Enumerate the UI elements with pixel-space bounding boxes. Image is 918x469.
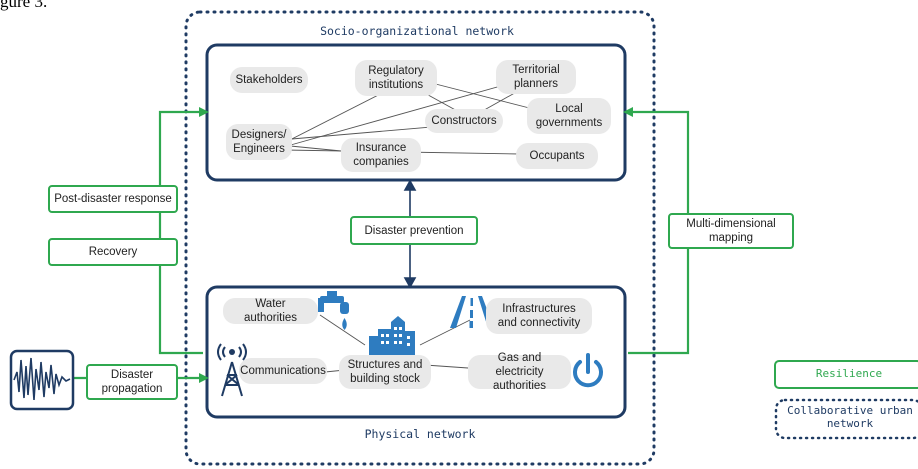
- antenna-dot: [229, 349, 235, 355]
- legend-resilience-label: Resilience: [815, 367, 883, 380]
- node-communications: Communications: [239, 358, 327, 384]
- social-network-title: Socio-organizational network: [320, 24, 514, 38]
- buildings-icon: [369, 316, 415, 355]
- node-designers-engineers: Designers/ Engineers: [226, 124, 292, 160]
- node-local-governments: Local governments: [527, 98, 611, 134]
- node-insurance-companies: Insurance companies: [341, 138, 421, 172]
- node-structures-building-stock: Structures and building stock: [339, 355, 431, 389]
- header-fragment: gure 3.: [0, 0, 48, 11]
- label-multi-dimensional-mapping: Multi-dimensional mapping: [668, 213, 794, 249]
- legend-collab-box: [774, 398, 918, 440]
- legend-resilience-box: [774, 360, 918, 389]
- node-occupants: Occupants: [516, 143, 598, 169]
- seismograph-icon: [9, 349, 75, 411]
- node-infrastructures-connectivity: Infrastructures and connectivity: [486, 298, 592, 334]
- green-arrowheads: [199, 107, 633, 383]
- label-disaster-prevention: Disaster prevention: [350, 216, 478, 245]
- label-disaster-propagation: Disaster propagation: [86, 364, 178, 400]
- node-water-authorities: Water authorities: [223, 298, 318, 324]
- label-post-disaster-response: Post-disaster response: [48, 185, 178, 213]
- label-recovery: Recovery: [48, 238, 178, 266]
- node-territorial-planners: Territorial planners: [496, 60, 576, 94]
- antenna-icon: [217, 343, 247, 397]
- node-gas-electricity: Gas and electricity authorities: [468, 352, 571, 392]
- power-icon: [573, 353, 603, 388]
- node-constructors: Constructors: [425, 109, 503, 133]
- water-tap-icon: [318, 291, 349, 330]
- node-stakeholders: Stakeholders: [230, 67, 308, 93]
- physical-network-title: Physical network: [364, 427, 476, 441]
- node-regulatory-institutions: Regulatory institutions: [355, 60, 437, 96]
- legend-collab-label: Collaborative urban network: [787, 404, 913, 430]
- outer-dotted-frame: [184, 10, 656, 466]
